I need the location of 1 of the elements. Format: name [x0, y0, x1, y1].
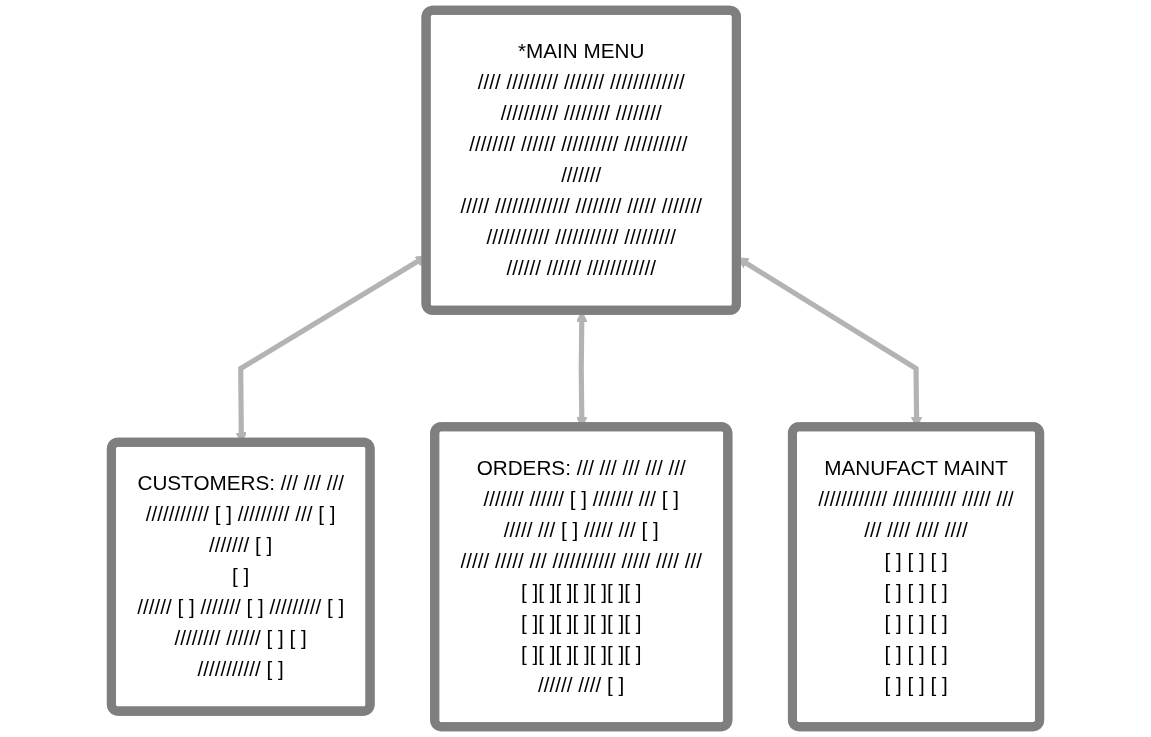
diagram: *MAIN MENU //// ///////// /////// ///////////// ////////// //////// //////// //////// ////// ////////// /////////// /////// ///// ///////////// //////// ///// /////// /////////// /////////// ///////// ////// ////// //////////// CUSTOMERS: /// /// /// /////////// [ ] ///////// /// [ ] /////// [ ] [ ] ////// [ ] /////// [ ] ///////// [ ] //////// ////// [ ] [ ] /////////// [ ] ORDERS: /// /// /// /// /// /////// ////// [ ] /////// /// [ ] ///// /// [ ] ///// /// [ ] ///// ///// /// /////////// ///// //// /// [ ][ ][ ][ ][ ][ ][ ] [ ][ ][ ][ ][ ][ ][ ] [ ][ ][ ][ ][ ][ ][ ] ////// //// [ ] MANUFACT MAINT //////////// /////////// ///// /// /// //// //// //// [ ] [ ] [ ] [ ] [ ] [ ] [ ] [ ] [ ] [ ] [ ] [ ] [ ] [ ] [ ] — [0, 0, 1151, 737]
